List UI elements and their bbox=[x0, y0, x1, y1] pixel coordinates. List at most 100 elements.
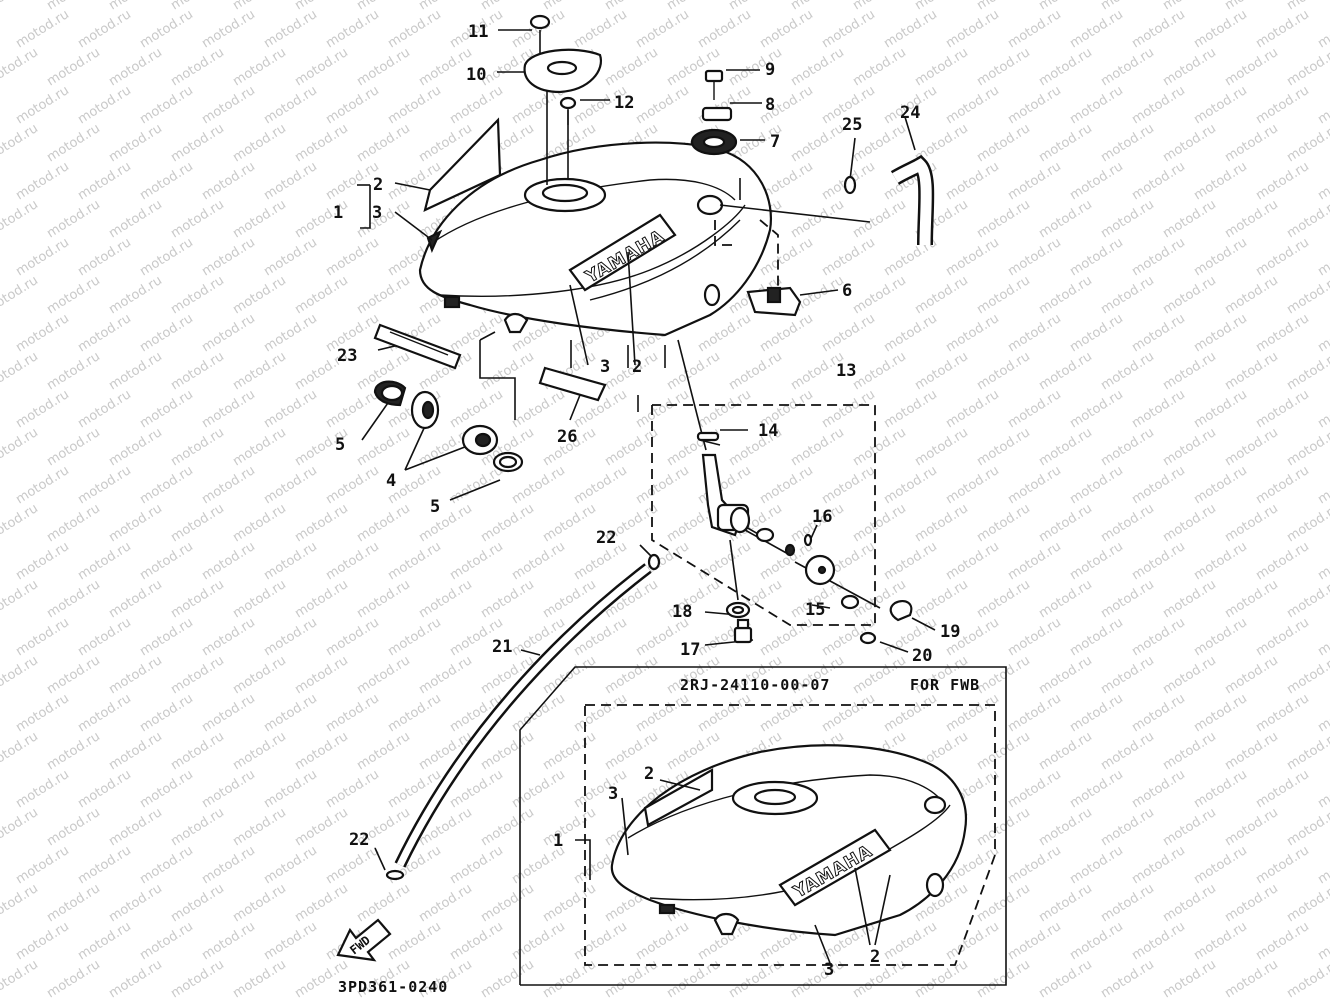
watermark-text: motod.ru bbox=[1005, 311, 1064, 355]
watermark-text: motod.ru bbox=[44, 197, 103, 241]
callout-6: 6 bbox=[842, 281, 852, 301]
watermark-text: motod.ru bbox=[478, 0, 537, 13]
watermark-text: motod.ru bbox=[1160, 805, 1219, 849]
callout-25: 25 bbox=[842, 115, 862, 135]
watermark-text: motod.ru bbox=[1067, 387, 1126, 431]
callout-16: 16 bbox=[812, 507, 832, 527]
watermark-text: motod.ru bbox=[0, 501, 41, 545]
watermark-text: motod.ru bbox=[602, 45, 661, 89]
watermark-text: motod.ru bbox=[1098, 0, 1157, 13]
watermark-text: motod.ru bbox=[106, 0, 165, 13]
watermark-text: motod.ru bbox=[1284, 273, 1330, 317]
watermark-text: motod.ru bbox=[168, 349, 227, 393]
watermark-text: motod.ru bbox=[1160, 957, 1219, 998]
watermark-text: motod.ru bbox=[695, 7, 754, 51]
watermark-text: motod.ru bbox=[1222, 501, 1281, 545]
watermark-text: motod.ru bbox=[1129, 843, 1188, 887]
watermark-text: motod.ru bbox=[44, 881, 103, 925]
callout-17: 17 bbox=[680, 640, 700, 660]
watermark-text: motod.ru bbox=[385, 83, 444, 127]
watermark-text: motod.ru bbox=[602, 0, 661, 13]
watermark-text: motod.ru bbox=[540, 0, 599, 13]
watermark-text: motod.ru bbox=[1005, 843, 1064, 887]
watermark-text: motod.ru bbox=[1222, 349, 1281, 393]
watermark-text: motod.ru bbox=[1067, 235, 1126, 279]
watermark-text: motod.ru bbox=[1005, 159, 1064, 203]
watermark-text: motod.ru bbox=[447, 919, 506, 963]
watermark-text: motod.ru bbox=[1129, 691, 1188, 735]
watermark-text: motod.ru bbox=[106, 881, 165, 925]
callout-1-inset: 1 bbox=[553, 831, 563, 851]
watermark-text: motod.ru bbox=[230, 121, 289, 165]
watermark-text: motod.ru bbox=[509, 387, 568, 431]
watermark-text: motod.ru bbox=[757, 7, 816, 51]
callout-2-mid: 2 bbox=[632, 357, 642, 377]
watermark-text: motod.ru bbox=[106, 349, 165, 393]
watermark-text: motod.ru bbox=[261, 691, 320, 735]
watermark-text: motod.ru bbox=[168, 577, 227, 621]
watermark-text: motod.ru bbox=[1315, 919, 1330, 963]
watermark-text: motod.ru bbox=[199, 159, 258, 203]
watermark-text: motod.ru bbox=[850, 0, 909, 13]
watermark-text: motod.ru bbox=[75, 83, 134, 127]
watermark-text: motod.ru bbox=[168, 197, 227, 241]
watermark-text: motod.ru bbox=[261, 387, 320, 431]
watermark-text: motod.ru bbox=[757, 691, 816, 735]
watermark-text: motod.ru bbox=[881, 387, 940, 431]
watermark-text: motod.ru bbox=[137, 83, 196, 127]
watermark-text: motod.ru bbox=[416, 501, 475, 545]
watermark-text: motod.ru bbox=[1005, 83, 1064, 127]
watermark-text: motod.ru bbox=[850, 45, 909, 89]
watermark-text: motod.ru bbox=[199, 235, 258, 279]
watermark-text: motod.ru bbox=[478, 881, 537, 925]
watermark-text: motod.ru bbox=[0, 197, 41, 241]
watermark-text: motod.ru bbox=[912, 0, 971, 13]
watermark-text: motod.ru bbox=[1129, 387, 1188, 431]
watermark-text: motod.ru bbox=[912, 957, 971, 998]
watermark-text: motod.ru bbox=[75, 159, 134, 203]
watermark-text: motod.ru bbox=[695, 691, 754, 735]
watermark-text: motod.ru bbox=[509, 767, 568, 811]
watermark-text: motod.ru bbox=[509, 539, 568, 583]
watermark-text: motod.ru bbox=[1036, 805, 1095, 849]
watermark-text: motod.ru bbox=[385, 691, 444, 735]
watermark-text: motod.ru bbox=[75, 615, 134, 659]
watermark-text: motod.ru bbox=[1222, 425, 1281, 469]
watermark-text: motod.ru bbox=[974, 349, 1033, 393]
callout-1-top: 1 bbox=[333, 203, 343, 223]
watermark-text: motod.ru bbox=[912, 501, 971, 545]
watermark-text: motod.ru bbox=[416, 0, 475, 13]
callout-4: 4 bbox=[386, 471, 396, 491]
watermark-text: motod.ru bbox=[1036, 881, 1095, 925]
watermark-text: motod.ru bbox=[106, 121, 165, 165]
watermark-text: motod.ru bbox=[354, 273, 413, 317]
watermark-text: motod.ru bbox=[974, 805, 1033, 849]
watermark-text: motod.ru bbox=[1067, 311, 1126, 355]
watermark-text: motod.ru bbox=[0, 577, 41, 621]
watermark-text: motod.ru bbox=[1191, 843, 1250, 887]
watermark-text: motod.ru bbox=[44, 957, 103, 998]
watermark-text: motod.ru bbox=[168, 881, 227, 925]
watermark-text: motod.ru bbox=[478, 577, 537, 621]
watermark-text: motod.ru bbox=[44, 45, 103, 89]
watermark-text: motod.ru bbox=[137, 7, 196, 51]
watermark-text: motod.ru bbox=[261, 311, 320, 355]
watermark-text: motod.ru bbox=[478, 501, 537, 545]
watermark-text: motod.ru bbox=[1315, 83, 1330, 127]
watermark-text: motod.ru bbox=[199, 387, 258, 431]
watermark-text: motod.ru bbox=[199, 539, 258, 583]
watermark-text: motod.ru bbox=[1160, 45, 1219, 89]
watermark-text: motod.ru bbox=[1284, 0, 1330, 13]
watermark-text: motod.ru bbox=[354, 501, 413, 545]
watermark-text: motod.ru bbox=[1098, 273, 1157, 317]
watermark-text: motod.ru bbox=[0, 881, 41, 925]
callout-2-inset-top: 2 bbox=[644, 764, 654, 784]
watermark-text: motod.ru bbox=[416, 577, 475, 621]
callout-24: 24 bbox=[900, 103, 920, 123]
watermark-text: motod.ru bbox=[385, 7, 444, 51]
watermark-text: motod.ru bbox=[230, 729, 289, 773]
watermark-text: motod.ru bbox=[447, 387, 506, 431]
watermark-text: motod.ru bbox=[385, 843, 444, 887]
watermark-text: motod.ru bbox=[1067, 767, 1126, 811]
callout-3-inset-bottom: 3 bbox=[824, 960, 834, 980]
